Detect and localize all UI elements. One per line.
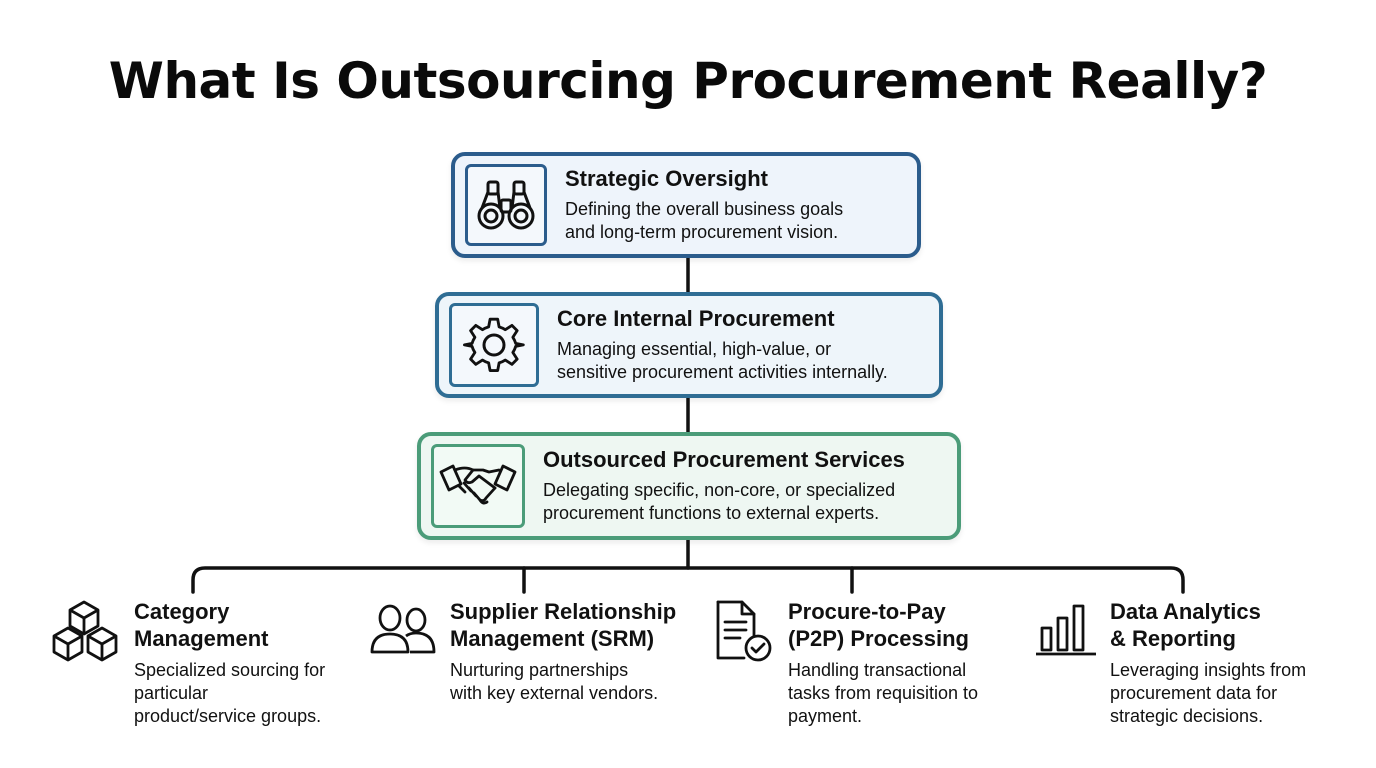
service-data-analytics-reporting: Data Analytics & Reporting Leveraging in… [1034,598,1306,728]
boxes-icon [50,598,122,728]
service-heading: Data Analytics & Reporting [1110,599,1261,651]
tier-strategic-oversight: Strategic Oversight Defining the overall… [451,152,921,258]
tier-outsourced-procurement-services: Outsourced Procurement Services Delegati… [417,432,961,540]
users-icon [370,598,438,705]
service-procure-to-pay: Procure-to-Pay (P2P) Processing Handling… [714,598,978,728]
tier-heading: Core Internal Procurement [557,306,835,331]
service-heading: Supplier Relationship Management (SRM) [450,599,677,651]
tier-heading: Outsourced Procurement Services [543,447,905,472]
tier-core-internal-procurement: Core Internal Procurement Managing essen… [435,292,943,398]
service-description: Nurturing partnerships with key external… [450,660,659,703]
bar-chart-icon [1034,598,1098,728]
tier-description: Managing essential, high-value, or sensi… [557,339,888,382]
tier-description: Delegating specific, non-core, or specia… [543,480,896,523]
service-heading: Procure-to-Pay (P2P) Processing [788,599,969,651]
handshake-icon [431,444,525,528]
service-description: Leveraging insights from procurement dat… [1110,660,1307,726]
gear-icon [449,303,539,387]
binoculars-icon [465,164,547,246]
tier-description: Defining the overall business goals and … [565,199,844,242]
service-heading: Category Management [134,599,269,651]
service-category-management: Category Management Specialized sourcing… [50,598,325,728]
service-supplier-relationship-management: Supplier Relationship Management (SRM) N… [370,598,676,705]
page-title: What Is Outsourcing Procurement Really? [108,52,1268,110]
document-check-icon [714,598,776,728]
service-description: Specialized sourcing for particular prod… [134,660,326,726]
service-description: Handling transactional tasks from requis… [788,660,979,726]
connector-branch-bar [191,566,1185,594]
tier-heading: Strategic Oversight [565,166,768,191]
